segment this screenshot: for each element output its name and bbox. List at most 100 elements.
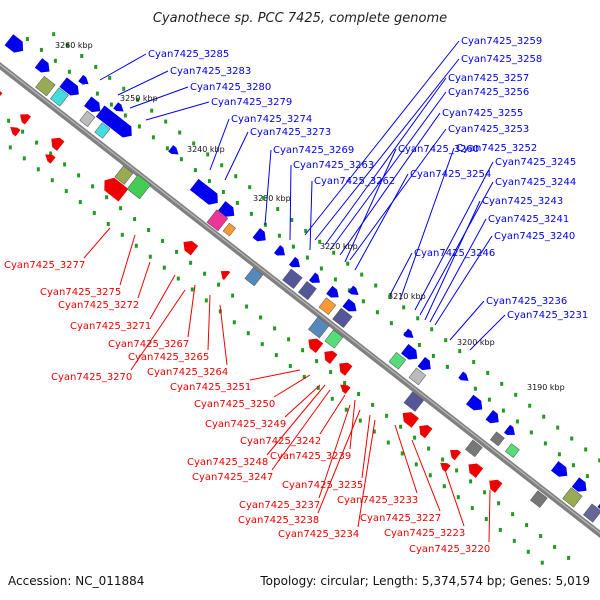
forward-connector	[399, 147, 455, 301]
tick-dot	[248, 185, 252, 190]
gene-domain-box-shape	[403, 391, 425, 412]
reverse-gene-label: Cyan7425_3249	[205, 419, 286, 430]
tick-dot	[473, 386, 477, 391]
tick-dot	[540, 560, 544, 565]
tick-dot	[319, 266, 323, 271]
genome-backbone	[0, 62, 600, 538]
tick-dot	[441, 457, 445, 462]
reverse-gene-arrow	[220, 270, 231, 281]
reverse-gene-label: Cyan7425_3238	[238, 515, 319, 526]
tick-dot	[388, 294, 392, 299]
gene-domain-box	[222, 222, 236, 237]
forward-gene-arrow	[189, 178, 218, 205]
forward-connector	[224, 131, 249, 181]
tick-dot	[39, 47, 43, 52]
tick-dot	[469, 479, 473, 484]
reverse-gene-arrow-shape	[450, 449, 462, 461]
tick-dot	[109, 102, 113, 107]
tick-dot	[375, 310, 379, 315]
kbp-label-3260: 3260 kbp	[55, 41, 93, 50]
reverse-gene-arrow-shape	[10, 127, 21, 137]
tick-dot	[179, 157, 183, 162]
forward-gene-arrow	[571, 477, 587, 492]
reverse-gene-arrow-shape	[51, 137, 65, 151]
tick-dot	[444, 338, 448, 343]
tick-dot	[346, 261, 350, 266]
forward-gene-arrow	[273, 245, 285, 256]
tick-dot	[220, 163, 224, 168]
tick-dot	[525, 523, 529, 528]
forward-gene-label: Cyan7425_3260	[398, 144, 479, 155]
forward-connector	[354, 173, 409, 271]
forward-gene-arrow	[218, 201, 235, 217]
accession-text: Accession: NC_011884	[8, 574, 145, 588]
gene-domain-box	[114, 165, 134, 185]
reverse-connector	[271, 389, 331, 471]
tick-dot	[190, 287, 194, 292]
reverse-connector	[394, 424, 418, 494]
tick-dot	[413, 435, 417, 440]
gene-domain-box-shape	[126, 174, 152, 200]
gene-domain-box-shape	[530, 490, 548, 508]
forward-connector	[129, 86, 189, 109]
reverse-gene-label: Cyan7425_3237	[239, 500, 320, 511]
tick-dot	[122, 86, 126, 91]
tick-dot	[207, 179, 211, 184]
gene-domain-box	[79, 110, 96, 127]
gene-domain-box-shape	[79, 110, 96, 127]
tick-dot	[232, 320, 236, 325]
forward-gene-arrow-shape	[84, 96, 101, 113]
tick-dot	[63, 162, 67, 167]
forward-gene-arrow	[252, 228, 266, 242]
tick-dot	[385, 413, 389, 418]
tick-dot	[274, 353, 278, 358]
tick-dot	[539, 534, 543, 539]
gene-domain-box-shape	[490, 431, 505, 447]
tick-dot	[52, 32, 56, 37]
forward-gene-label: Cyan7425_3243	[482, 196, 563, 207]
forward-gene-label: Cyan7425_3273	[250, 127, 331, 138]
tick-dot	[428, 473, 432, 478]
tick-dot	[67, 69, 71, 74]
tick-dot	[150, 108, 154, 113]
forward-gene-arrow	[458, 371, 469, 381]
reverse-gene-label: Cyan7425_3250	[194, 399, 275, 410]
reverse-connector	[149, 274, 176, 320]
reverse-gene-arrow	[45, 154, 56, 164]
gene-features	[0, 34, 600, 523]
gene-domain-box-shape	[244, 267, 264, 287]
tick-dot	[80, 54, 84, 59]
tick-dot	[442, 484, 446, 489]
tick-dot	[235, 200, 239, 205]
tick-dot	[221, 189, 225, 194]
tick-dot	[148, 254, 152, 259]
forward-connector	[145, 101, 210, 121]
tick-dot	[402, 305, 406, 310]
reverse-gene-label: Cyan7425_3234	[278, 529, 359, 540]
reverse-connector	[83, 227, 111, 259]
reverse-connector	[488, 489, 491, 543]
gene-domain-box-shape	[114, 165, 134, 185]
gene-domain-box	[244, 267, 264, 287]
forward-connector	[419, 181, 494, 316]
tick-dot	[217, 282, 221, 287]
forward-gene-arrow-shape	[218, 201, 235, 217]
forward-gene-arrow-shape	[348, 285, 359, 295]
tick-dot	[458, 349, 462, 354]
tick-dot	[585, 474, 589, 479]
forward-gene-arrow	[4, 34, 24, 53]
gene-domain-box	[94, 122, 111, 139]
gene-domain-box-shape	[582, 503, 600, 523]
kbp-label-3220: 3220 kbp	[320, 242, 358, 251]
tick-dot	[53, 58, 57, 63]
tick-dot	[176, 276, 180, 281]
tick-dot	[386, 440, 390, 445]
forward-connector	[449, 300, 485, 341]
tick-dot	[245, 304, 249, 309]
reverse-connector	[219, 304, 228, 366]
forward-connector	[329, 91, 447, 251]
tick-dot	[234, 174, 238, 179]
tick-dot	[25, 36, 29, 41]
reverse-gene-arrow-shape	[20, 114, 32, 125]
forward-gene-labels: Cyan7425_3285Cyan7425_3283Cyan7425_3280C…	[148, 36, 588, 321]
